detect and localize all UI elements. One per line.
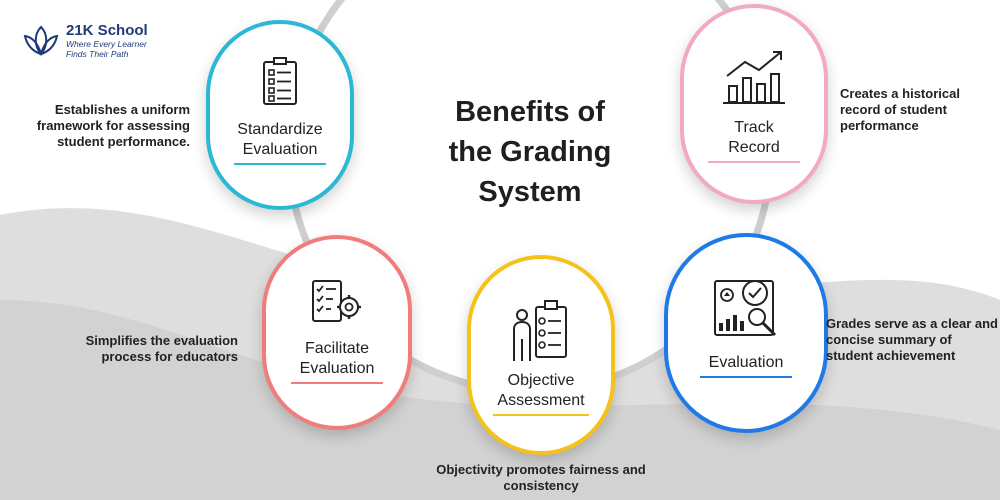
title-line-2: the Grading [448,136,612,168]
facilitate-underline [291,382,383,384]
checklist-gear-icon [312,280,361,322]
brand-text: 21K School Where Every Learner Finds The… [66,22,148,59]
brand-tagline-2: Finds Their Path [66,49,129,59]
standardize-description: Establishes a uniform framework for asse… [36,102,190,149]
person-clipboard-icon [513,300,567,361]
standardize-label-line-2: Evaluation [242,141,318,158]
objective-description: Objectivity promotes fairness and consis… [436,462,646,493]
growth-chart-icon [723,51,785,104]
brand-tagline-1: Where Every Learner [66,39,147,49]
center-circle [292,0,768,388]
standardize-label-line-1: Standardize [237,121,323,138]
standardize-underline [234,163,326,165]
facilitate-label-line-2: Evaluation [299,360,375,377]
page-title: Benefits of the Grading System [420,92,640,212]
title-line-3: System [478,176,582,208]
objective-underline [493,414,589,416]
evaluation-bubble: Evaluation [664,233,828,433]
track-description: Creates a historical record of student p… [840,86,960,133]
track-label-line-2: Record [728,139,780,156]
objective-label-line-2: Assessment [497,392,585,409]
facilitate-evaluation-bubble: Facilitate Evaluation [262,235,412,430]
evaluation-underline [700,376,792,378]
title-line-1: Benefits of [455,96,605,128]
evaluation-label: Evaluation [708,354,784,371]
gray-wave-lower [0,300,1000,500]
facilitate-description: Simplifies the evaluation process for ed… [85,333,238,364]
analytics-magnifier-icon [714,280,777,337]
brand-logo: 21K School Where Every Learner Finds The… [22,22,148,59]
track-label-line-1: Track [734,119,774,136]
brand-name: 21K School [66,22,148,39]
facilitate-label-line-1: Facilitate [304,340,370,357]
track-record-bubble: Track Record [680,4,828,204]
objective-label-line-1: Objective [507,372,575,389]
evaluation-description: Grades serve as a clear and concise summ… [826,316,999,363]
lotus-logo-icon [23,25,59,56]
standardize-evaluation-bubble: Standardize Evaluation [206,20,354,210]
checklist-icon [263,57,297,105]
track-underline [708,161,800,163]
objective-assessment-bubble: Objective Assessment [467,255,615,455]
